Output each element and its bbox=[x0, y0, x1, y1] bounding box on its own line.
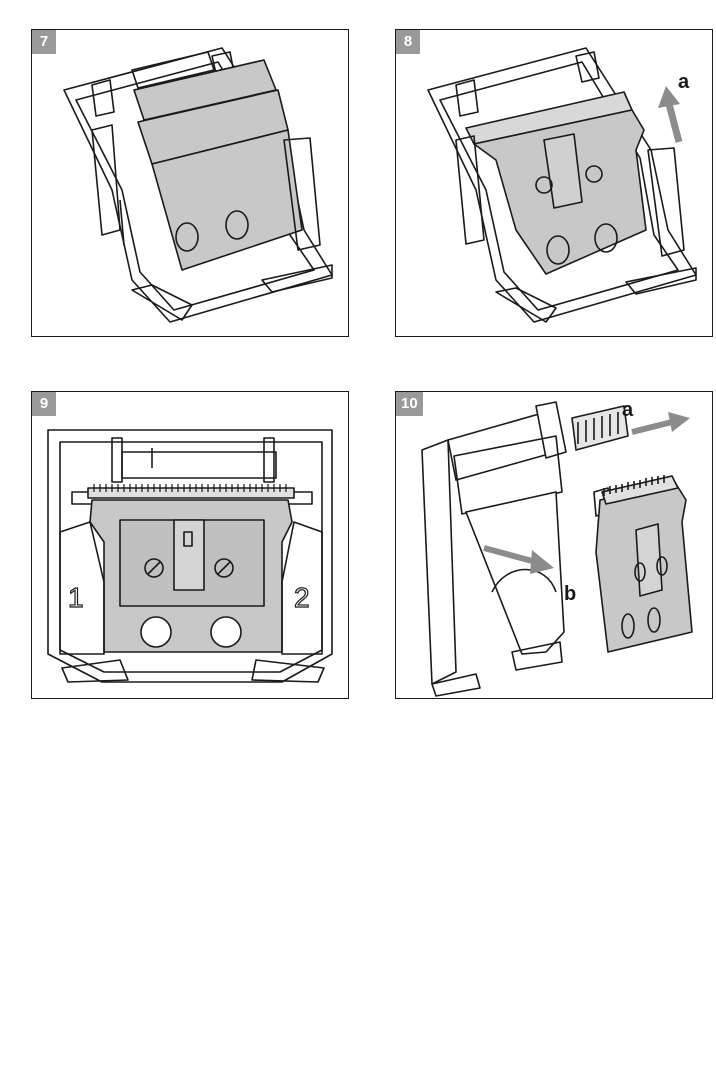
callout-b-label: b bbox=[564, 583, 576, 605]
side-label-2: 2 bbox=[294, 582, 310, 613]
figure-number-badge: 9 bbox=[32, 392, 56, 416]
blade-holder-front-view: 1 2 bbox=[47, 429, 333, 683]
blade-removal-illustration: a b bbox=[421, 399, 693, 697]
blade-holder-illustration bbox=[63, 47, 333, 323]
direction-arrow-a bbox=[658, 86, 683, 143]
blade-holder-illustration: a bbox=[427, 47, 697, 323]
blade-teeth bbox=[93, 484, 287, 492]
figure-number-badge: 7 bbox=[32, 30, 56, 54]
figure-number-badge: 10 bbox=[396, 392, 423, 416]
direction-arrow-b bbox=[483, 545, 554, 574]
direction-arrow-a bbox=[631, 412, 690, 435]
callout-a-label: a bbox=[678, 71, 690, 93]
callout-a-label: a bbox=[622, 399, 634, 421]
figure-8-panel: 8 a bbox=[395, 29, 713, 337]
side-label-1: 1 bbox=[68, 582, 84, 613]
figure-10-panel: 10 bbox=[395, 391, 713, 699]
figure-9-panel: 9 1 2 bbox=[31, 391, 349, 699]
figure-7-panel: 7 bbox=[31, 29, 349, 337]
figure-number-badge: 8 bbox=[396, 30, 420, 54]
